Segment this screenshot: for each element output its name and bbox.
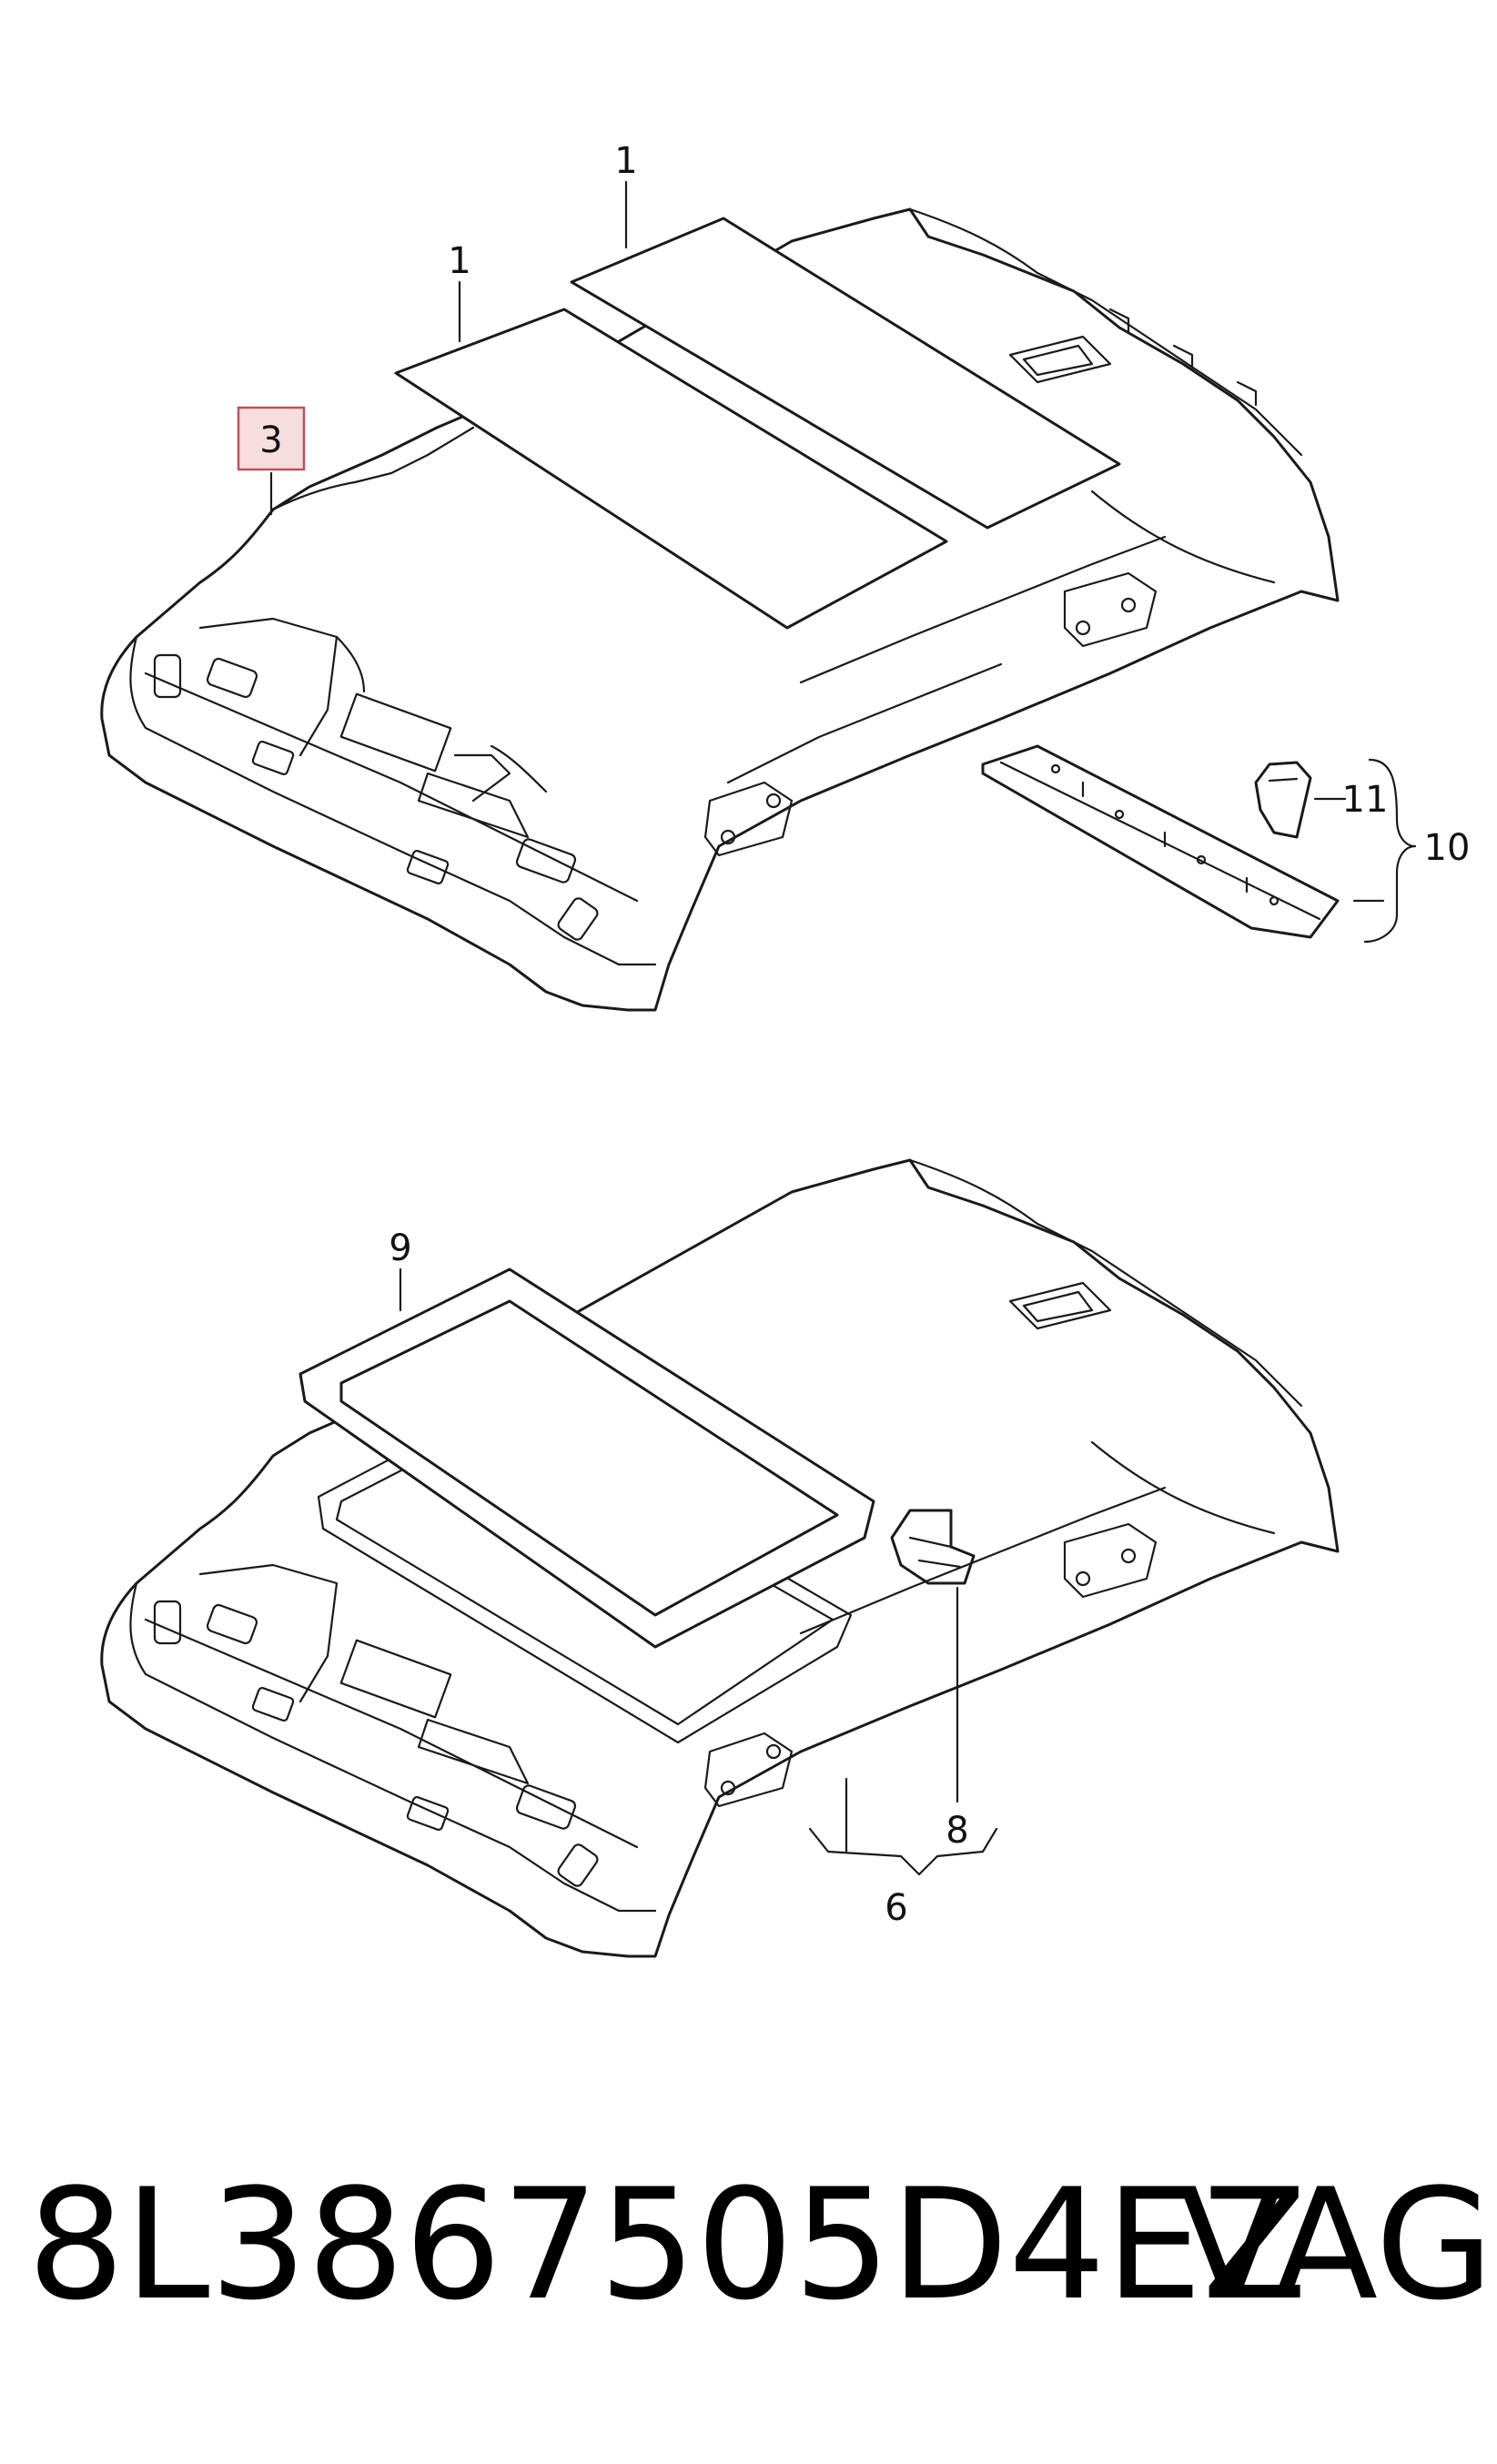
headliner-top-assembly: 1 1 3 10 11 <box>100 140 1471 1012</box>
footer: 8L3867505D4EZ VAG <box>27 2156 1493 2334</box>
clip-part <box>1254 761 1312 839</box>
part-number: 8L3867505D4EZ <box>27 2156 1307 2334</box>
callout-9: 9 <box>389 1227 411 1269</box>
callout-1-front: 1 <box>448 240 470 282</box>
callout-1-rear: 1 <box>614 140 637 182</box>
callout-6: 6 <box>885 1887 907 1929</box>
callout-11: 11 <box>1342 779 1389 821</box>
callout-10: 10 <box>1424 827 1471 869</box>
callout-3[interactable]: 3 <box>259 419 282 461</box>
callout-8: 8 <box>946 1810 968 1852</box>
headliner-sunroof-assembly: 9 8 6 <box>100 1158 1340 1958</box>
brand-label: VAG <box>1178 2156 1493 2334</box>
bracket-part <box>890 1509 976 1585</box>
insulation-panel-rear <box>570 217 1121 530</box>
trim-strip <box>981 744 1340 939</box>
insulation-panel-front <box>394 308 948 630</box>
callout-3-highlight[interactable] <box>237 406 306 471</box>
